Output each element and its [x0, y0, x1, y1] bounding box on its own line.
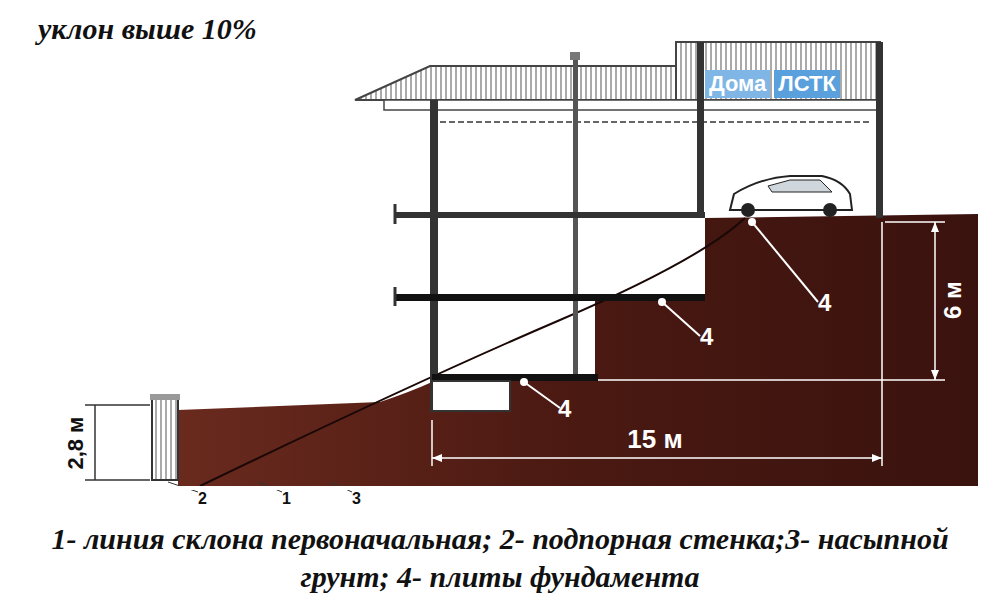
retaining-wall	[152, 398, 178, 480]
diagram-title: уклон выше 10%	[38, 12, 257, 46]
roof-beam	[384, 100, 880, 110]
dimension-lines	[432, 222, 945, 466]
balcony-edge	[394, 287, 397, 306]
floor-slab	[395, 212, 705, 218]
dimension-label: 6 м	[940, 281, 966, 319]
dimension-arrows	[432, 222, 939, 462]
wall	[430, 100, 438, 412]
wall	[876, 42, 883, 218]
roof	[355, 66, 690, 100]
car-window	[768, 180, 832, 192]
foundation-slab	[395, 294, 705, 301]
balcony-edge	[394, 204, 397, 224]
original-slope-line	[200, 218, 745, 486]
callout-number: 4	[700, 324, 713, 350]
dimension-label: 15 м	[627, 425, 682, 454]
callout-number: 4	[558, 396, 571, 422]
ground-base	[0, 486, 1000, 490]
callout-number: 4	[818, 290, 831, 316]
ceiling-line	[440, 121, 870, 123]
diagram-caption: 1- линия склона первоначальная; 2- подпо…	[20, 520, 980, 596]
wall-dimension	[85, 405, 150, 480]
column	[573, 60, 578, 380]
upper-roof-box	[676, 42, 880, 100]
watermark: ЛСТК	[774, 70, 840, 98]
footing	[432, 381, 510, 411]
part-number: 1	[282, 490, 291, 508]
wall-cap	[150, 394, 180, 400]
dimension-label: 2,8 м	[64, 417, 88, 470]
watermark: Дома	[705, 70, 770, 98]
part-number: 3	[352, 490, 361, 508]
leader-lines	[521, 219, 818, 408]
chimney	[570, 52, 580, 60]
car-wheel	[823, 203, 837, 217]
part-number: 2	[198, 490, 207, 508]
wall	[697, 42, 704, 218]
car-wheel	[741, 203, 755, 217]
foundation-slab	[432, 374, 598, 381]
